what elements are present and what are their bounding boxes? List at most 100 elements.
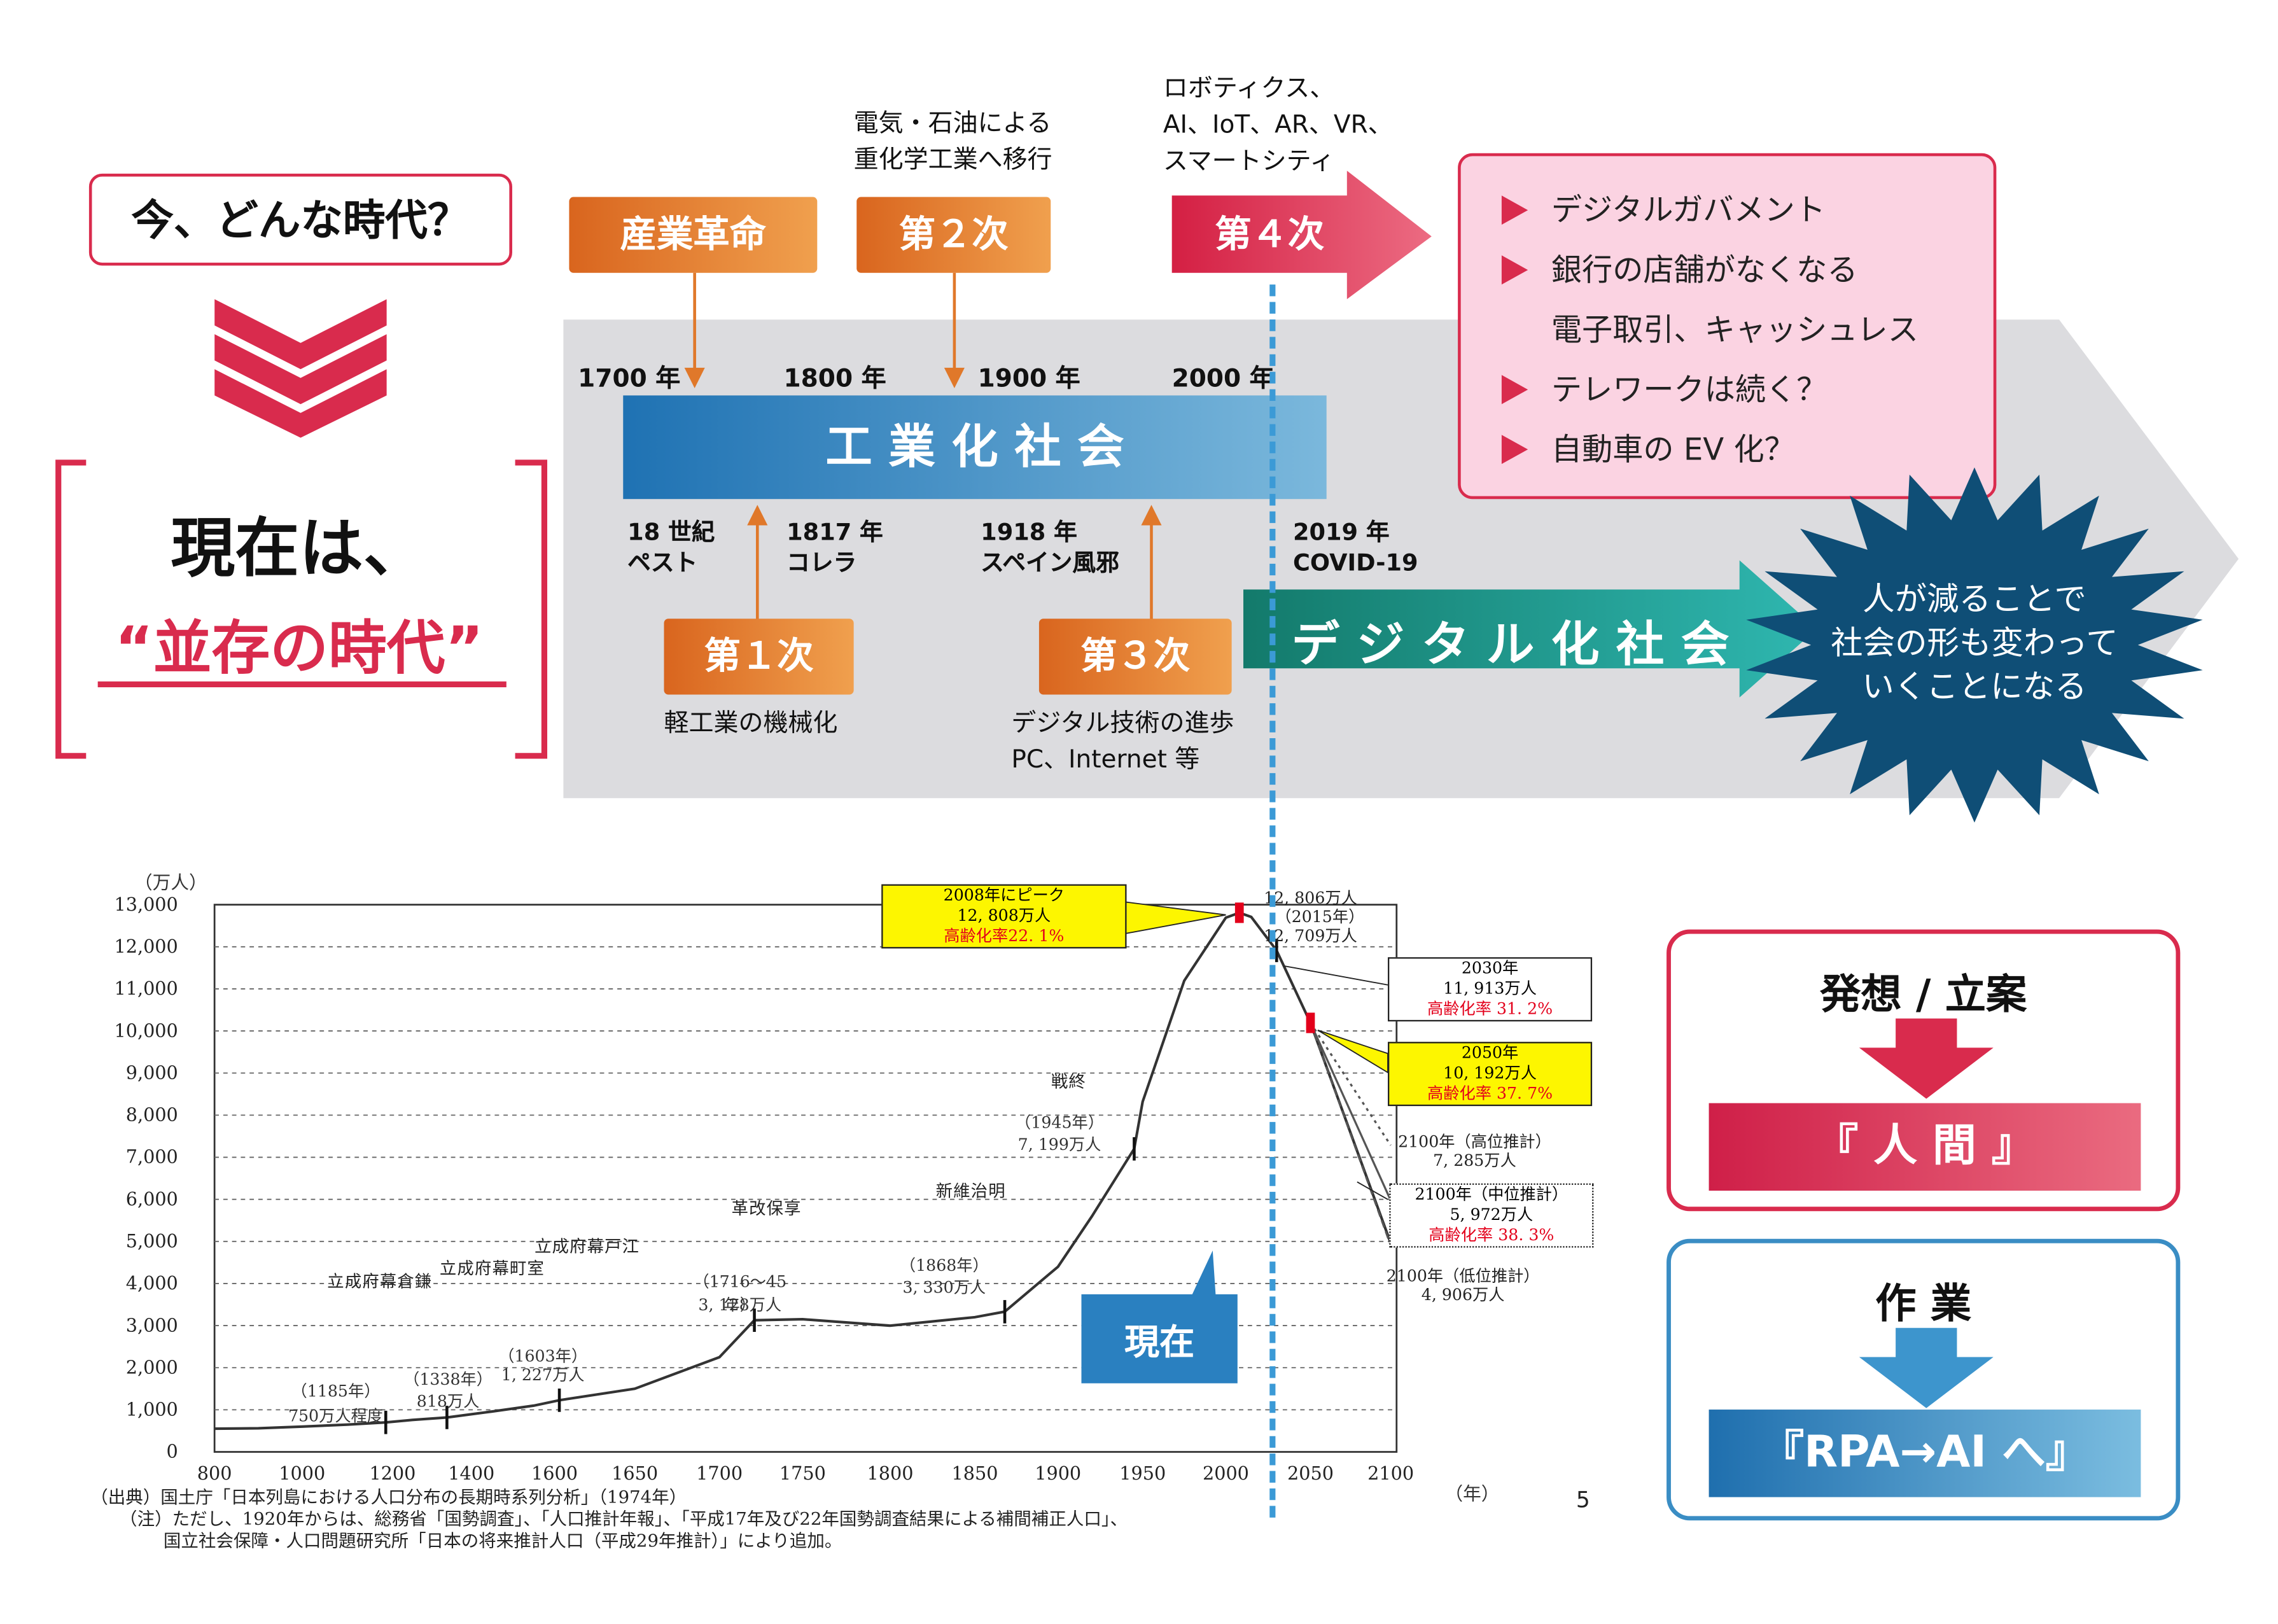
bracket-frame	[55, 459, 548, 759]
callout-pointer	[1284, 965, 1388, 986]
historical-event-population: 7, 199万人	[1017, 1135, 1101, 1154]
list-item: テレワークは続く？	[1501, 360, 1994, 420]
highlight-marker	[1234, 902, 1244, 923]
work-value: 『RPA→AI へ』	[1708, 1410, 2141, 1497]
y-tick-label: 2,000	[126, 1356, 178, 1378]
industrial-revolution-label: 産業革命	[569, 197, 818, 273]
list-item: デジタルガバメント	[1501, 181, 1994, 241]
y-tick-label: 5,000	[126, 1230, 178, 1252]
annotation-2100-mid: 2100年（中位推計） 5, 972万人 高齢化率 38. 3%	[1389, 1183, 1594, 1248]
historical-event-population: 750万人程度	[288, 1406, 384, 1426]
year-2000: 2000 年	[1171, 365, 1275, 395]
series-line	[1310, 1022, 1392, 1146]
x-tick-label: 2100	[1367, 1462, 1414, 1484]
historical-event-year: （1868年）	[899, 1256, 989, 1276]
annotation-2100-high: 2100年（高位推計） 7, 285万人	[1398, 1132, 1551, 1170]
historical-event-population: 818万人	[416, 1392, 480, 1411]
source-note: 国立社会保障・人口問題研究所「日本の将来推計人口（平成29年推計）」により追加。	[163, 1530, 842, 1551]
bullet-icon	[1501, 195, 1528, 225]
starburst-shape	[1746, 467, 2203, 823]
x-tick-label: 1750	[779, 1462, 826, 1484]
ideation-value: 『 人 間 』	[1708, 1103, 2141, 1191]
x-tick-label: 1850	[952, 1462, 998, 1484]
event-cholera: 1817 年 コレラ	[786, 518, 883, 577]
historical-event-year: （1716～45年）	[693, 1272, 787, 1315]
digital-society-arrow	[1243, 560, 1817, 698]
question-box: 今、どんな時代？	[88, 173, 512, 266]
y-unit-label: （万人）	[134, 871, 207, 893]
question-text: 今、どんな時代？	[131, 195, 470, 246]
first-revolution-label: 第１次	[664, 619, 854, 695]
x-tick-label: 1700	[696, 1462, 743, 1484]
y-tick-label: 1,000	[126, 1399, 178, 1420]
event-spanish-flu: 1918 年 スペイン風邪	[981, 518, 1119, 577]
present-callout-shape	[1081, 1250, 1238, 1383]
y-tick-label: 7,000	[126, 1146, 178, 1168]
x-tick-label: 2050	[1287, 1462, 1334, 1484]
industrial-society-bar: 工 業 化 社 会	[623, 395, 1327, 500]
source-note: （注）ただし、1920年からは、総務省「国勢調査」、「人口推計年報」、「平成17…	[120, 1508, 1128, 1530]
series-line	[214, 911, 1392, 1431]
plot-frame	[213, 904, 1398, 1453]
y-tick-label: 0	[167, 1441, 178, 1462]
underline	[97, 681, 507, 688]
bullet-icon	[1501, 375, 1528, 405]
chevron-down-icon	[214, 299, 387, 438]
current-era-line1: 現在は、	[171, 512, 428, 587]
event-covid: 2019 年 COVID-19	[1292, 518, 1418, 577]
arrow-down-icon	[1859, 1327, 1994, 1408]
source-note: （出典）国土庁「日本列島における人口分布の長期時系列分析」（1974年）	[90, 1487, 687, 1508]
ideation-panel: 発想 / 立案 『 人 間 』	[1667, 929, 2181, 1212]
second-desc: 電気・石油による 重化学工業へ移行	[853, 109, 1052, 176]
historical-event-year: （1945年）	[1015, 1113, 1104, 1133]
digital-society-label: デ ジ タ ル 化 社 会	[1291, 615, 1729, 673]
callout-pointer	[1123, 901, 1226, 935]
y-tick-label: 4,000	[126, 1272, 178, 1294]
x-tick-label: 1650	[611, 1462, 658, 1484]
x-unit-label: （年）	[1444, 1482, 1500, 1505]
work-title: 作 業	[1875, 1279, 1972, 1328]
industrial-society-label: 工 業 化 社 会	[825, 419, 1124, 475]
connector-arrows	[684, 272, 1162, 620]
year-1700: 1700 年	[578, 365, 681, 395]
historical-event-year: （1338年）	[403, 1370, 493, 1389]
highlight-marker	[1306, 1012, 1315, 1033]
historical-event-population: 3, 128万人	[698, 1296, 782, 1315]
annotation-2100-low: 2100年（低位推計） 4, 906万人	[1386, 1266, 1540, 1305]
y-tick-label: 12,000	[115, 935, 178, 957]
x-tick-label: 1000	[279, 1462, 325, 1484]
x-tick-label: 1900	[1035, 1462, 1081, 1484]
callout-pointer	[1317, 1029, 1388, 1074]
historical-event-label: 室町幕府成立	[438, 1259, 546, 1277]
x-tick-label: 800	[197, 1462, 232, 1484]
y-tick-label: 13,000	[115, 893, 178, 915]
x-tick-label: 1800	[867, 1462, 914, 1484]
series-line	[1309, 1022, 1392, 1246]
year-1900: 1900 年	[977, 365, 1080, 395]
historical-event-population: 1, 227万人	[501, 1366, 585, 1385]
y-tick-label: 3,000	[126, 1314, 178, 1336]
bullet-icon	[1501, 435, 1528, 465]
peak-callout: 2008年にピーク 12, 808万人 高齢化率22. 1%	[881, 884, 1127, 949]
first-desc: 軽工業の機械化	[664, 709, 838, 739]
historical-event-label: 享保改革	[729, 1199, 803, 1217]
event-plague: 18 世紀 ペスト	[627, 518, 715, 577]
arrow-down-icon	[1859, 1018, 1994, 1099]
list-item: 自動車の EV 化？	[1501, 420, 1994, 480]
x-tick-label: 1600	[531, 1462, 578, 1484]
fourth-desc: ロボティクス、 AI、IoT、AR、VR、 スマートシティ	[1163, 74, 1393, 177]
present-label: 現在	[1124, 1322, 1195, 1363]
historical-event-label: 江戸幕府成立	[533, 1237, 641, 1254]
current-era-line2: “並存の時代”	[115, 615, 484, 683]
fourth-revolution-label: 第４次	[1215, 213, 1325, 256]
x-tick-label: 2000	[1203, 1462, 1249, 1484]
historical-event-population: 3, 330万人	[902, 1278, 986, 1298]
historical-event-year: （1185年）	[291, 1382, 381, 1401]
historical-event-year: （1603年）	[498, 1347, 588, 1366]
x-tick-label: 1950	[1119, 1462, 1166, 1484]
annotation-2030: 2030年 11, 913万人 高齢化率 31. 2%	[1388, 957, 1593, 1022]
y-tick-label: 11,000	[115, 977, 178, 999]
y-tick-label: 6,000	[126, 1188, 178, 1210]
